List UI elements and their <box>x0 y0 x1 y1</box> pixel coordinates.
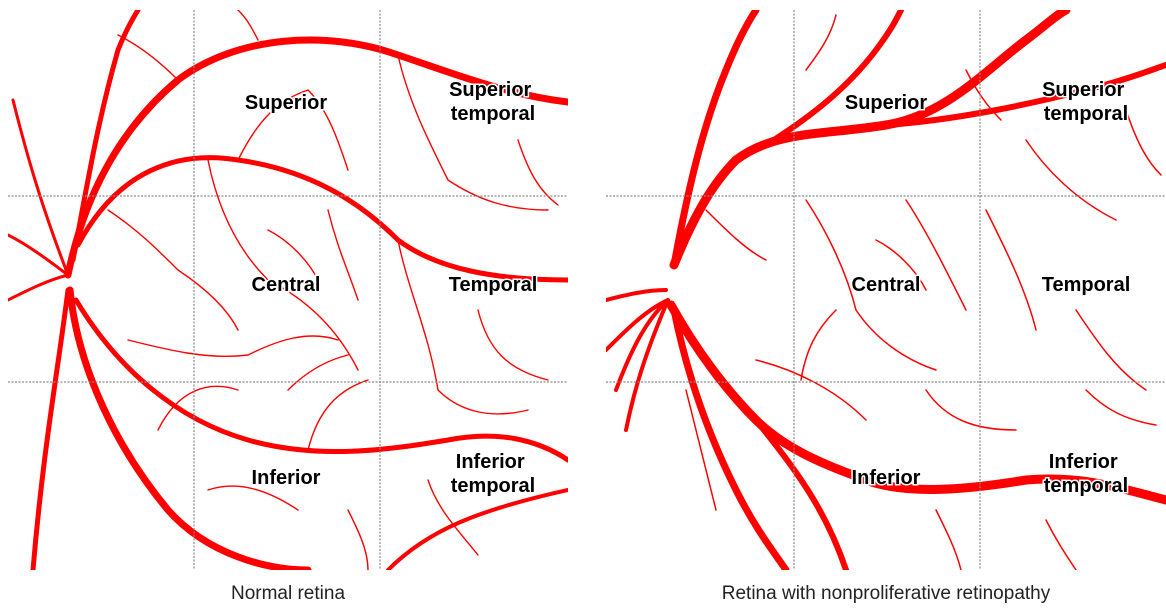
normal-retina-vessel-map: Superior Superior temporal Central Tempo… <box>8 10 568 570</box>
region-label-superior-temporal-line2: temporal <box>1044 103 1128 125</box>
nonproliferative-retina-region-labels: Superior Superior temporal Central Tempo… <box>845 79 1130 497</box>
vessel-superior-branch <box>78 158 568 280</box>
region-label-inferior-temporal: Inferior temporal <box>451 451 535 497</box>
region-label-superior: Superior <box>845 92 927 114</box>
region-label-temporal: Temporal <box>1042 274 1131 296</box>
vessel-inferior-branch <box>76 300 568 460</box>
region-label-superior-temporal-line1: Superior <box>1042 79 1124 101</box>
region-label-superior: Superior <box>245 92 327 114</box>
normal-retina-diagram: Superior Superior temporal Central Tempo… <box>8 10 568 570</box>
region-label-inferior-temporal: Inferior temporal <box>1044 451 1128 497</box>
vessel-superior-arcade <box>68 40 568 275</box>
caption-normal-retina: Normal retina <box>8 583 568 605</box>
region-label-inferior-temporal-line2: temporal <box>451 475 535 497</box>
region-label-inferior-temporal-line1: Inferior <box>456 451 525 473</box>
region-label-inferior-temporal-line2: temporal <box>1044 475 1128 497</box>
region-label-inferior: Inferior <box>252 467 321 489</box>
region-label-superior-temporal: Superior temporal <box>449 79 537 125</box>
vessel-inferior-arcade <box>70 290 308 570</box>
region-label-superior-temporal-line2: temporal <box>451 103 535 125</box>
nonproliferative-retinopathy-diagram: Superior Superior temporal Central Tempo… <box>606 10 1166 570</box>
nonproliferative-retina-vessel-map: Superior Superior temporal Central Tempo… <box>606 10 1166 570</box>
vessel-nasal-fan <box>606 290 668 430</box>
region-label-central: Central <box>852 274 921 296</box>
region-label-superior-temporal-line1: Superior <box>449 79 531 101</box>
region-label-superior-temporal: Superior temporal <box>1042 79 1130 125</box>
region-label-inferior-temporal-line1: Inferior <box>1049 451 1118 473</box>
region-label-central: Central <box>252 274 321 296</box>
vessel-temporal-lower <box>388 490 568 570</box>
vessel-inferior-nasal <box>33 290 68 570</box>
vessel-nasal-left <box>8 100 68 300</box>
region-label-temporal: Temporal <box>449 274 538 296</box>
caption-nonproliferative-retinopathy: Retina with nonproliferative retinopathy <box>606 583 1166 605</box>
region-label-inferior: Inferior <box>852 467 921 489</box>
